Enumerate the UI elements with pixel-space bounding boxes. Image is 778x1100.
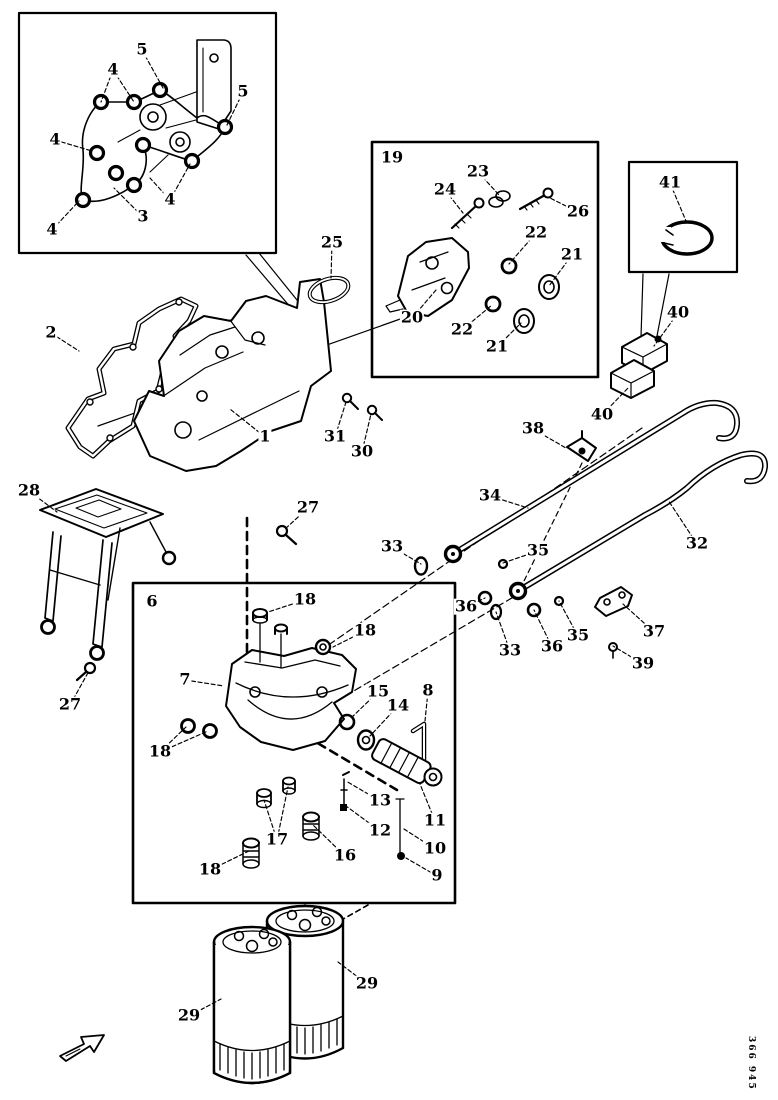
leader-line-32 [667,499,698,545]
inset-box-retaining-ring [627,160,739,274]
leader-line-18 [332,630,366,648]
inset-box-filter-adapter [131,581,457,905]
leader-line-31 [334,401,347,438]
leader-line-33 [495,611,511,652]
leader-line-24 [444,189,464,214]
leader-line-35 [502,550,539,564]
bracket-28 [39,488,177,661]
leader-line-14 [369,705,399,737]
leader-line-37 [622,603,655,633]
leader-line-38 [532,428,567,449]
gasket-25 [307,275,351,305]
leader-line-4 [149,177,171,201]
leader-line-22 [461,304,493,331]
leader-line-33 [391,546,422,565]
leader-line-40 [653,312,679,347]
leader-line-3 [113,187,144,218]
leader-line-23 [477,171,501,197]
filter-adapter-detail-part [180,608,443,869]
leader-line-4 [51,200,80,231]
leader-line-18 [159,726,187,753]
leader-line-30 [361,413,372,453]
bolts-27 [75,524,298,682]
leader-line-15 [349,691,379,720]
leader-line-16 [311,823,346,857]
leader-line-28 [28,490,58,513]
leader-line-4 [112,69,135,103]
leader-line-18 [267,599,306,613]
leader-line-21 [496,322,522,348]
leader-line-8 [424,690,429,722]
leader-line-7 [184,679,225,687]
leader-line-9 [405,857,438,877]
front-direction-arrow-icon [59,1034,105,1062]
leader-line-39 [612,645,644,665]
connector-fittings-40 [610,332,668,399]
leader-line-10 [403,828,436,850]
oil-cooler-pipes [443,399,768,601]
figure-number: 366 945 [746,1036,756,1091]
leader-line-27 [69,670,90,706]
leader-line-34 [489,495,529,509]
stud-31-nut-30 [341,392,383,421]
inset-box-mount-bracket [370,140,600,379]
leader-line-2 [50,332,80,352]
pipe-fasteners [413,430,633,659]
leader-line-26 [549,197,579,213]
retaining-ring-41 [658,220,714,256]
leader-line-4 [100,69,114,103]
leader-line-17 [276,786,289,841]
inset-box-manifold-bolts [17,11,278,255]
leader-line-11 [419,783,436,822]
oil-filters-29 [212,904,345,1085]
leader-line-12 [345,805,381,832]
leader-line-13 [345,780,381,802]
mount-bracket-detail-part [385,187,560,334]
leader-line-27 [284,507,309,530]
leader-line-4 [54,139,93,152]
leader-line-21 [548,254,573,287]
leader-line-5 [141,49,164,89]
leader-line-35 [558,600,579,637]
leader-line-36 [533,609,553,648]
bolt-rings [74,81,234,209]
manifold-bolts-detail-part [74,39,234,209]
leader-line-41 [669,182,687,222]
housing-1 [133,278,332,472]
leader-line-22 [508,232,537,265]
leader-line-25 [330,242,333,279]
leader-line-18 [159,730,209,753]
leader-line-4 [169,163,191,201]
